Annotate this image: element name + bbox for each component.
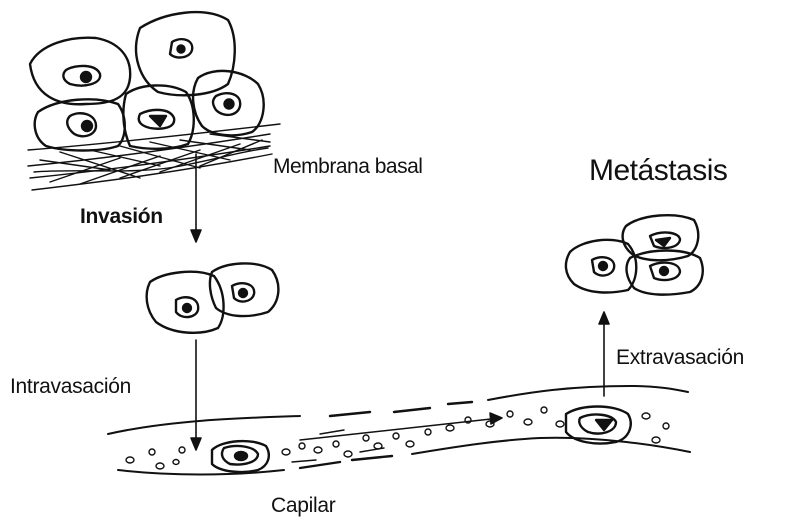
invasion-label: Invasión [80,206,163,227]
intravasacion-label: Intravasación [10,376,131,397]
metastasis-cells [566,215,703,294]
invading-cells [147,263,279,332]
extravasation-arrow [599,312,609,396]
intravasation-arrow [191,340,201,450]
metastasis-title: Metástasis [589,156,727,186]
membrana-basal-label: Membrana basal [273,156,422,177]
tumor-cell [30,38,130,105]
extravasacion-label: Extravasación [616,347,744,368]
tumor-cell [147,272,224,333]
tumor-cell [136,12,235,95]
extravasating-tumor-cell [566,407,631,444]
capilar-label: Capilar [271,495,335,516]
circulating-tumor-cell [212,441,269,472]
